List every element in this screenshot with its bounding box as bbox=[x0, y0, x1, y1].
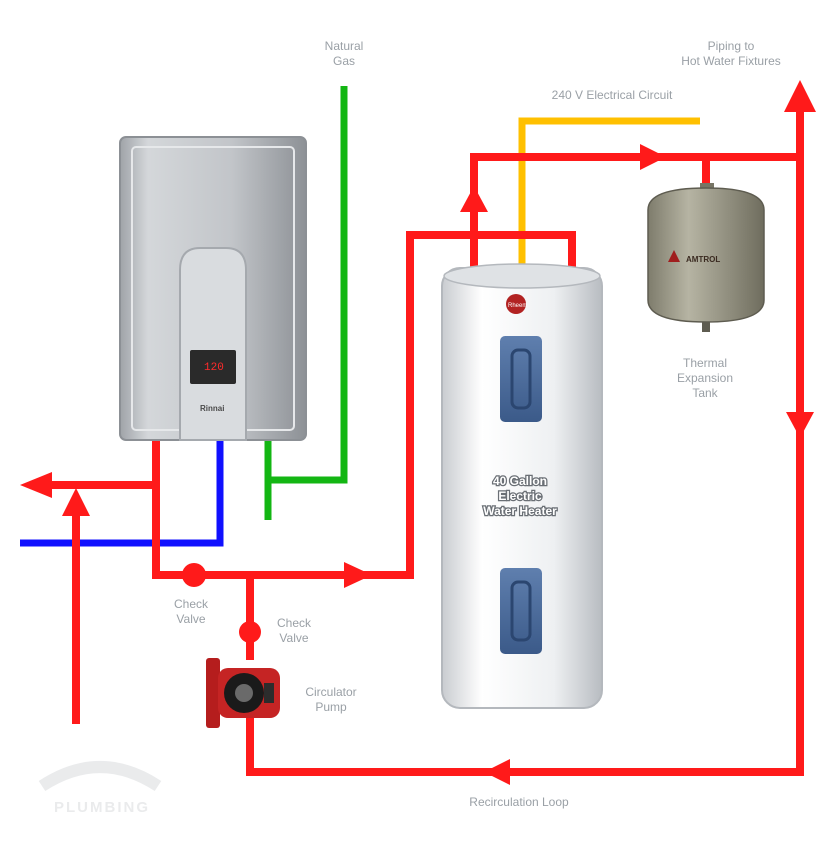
electric-tank-heater: Rheem bbox=[441, 263, 603, 709]
tank-heater-label: Water Heater bbox=[483, 504, 557, 518]
arrow-right-icon bbox=[344, 562, 372, 588]
natural-gas-label: Natural bbox=[325, 39, 364, 53]
check-valve-label: Valve bbox=[279, 631, 308, 645]
arrow-up-icon bbox=[62, 488, 90, 516]
check-valve-icon bbox=[239, 621, 261, 643]
gas-pipe bbox=[264, 86, 348, 520]
tank-heater-label: Electric bbox=[498, 489, 542, 503]
company-logo: PLUMBING bbox=[38, 761, 162, 816]
arrow-up-icon bbox=[784, 80, 816, 112]
circulator-pump bbox=[206, 658, 280, 728]
hot-fixtures-label: Hot Water Fixtures bbox=[681, 54, 781, 68]
recirculation-loop-label: Recirculation Loop bbox=[469, 795, 569, 809]
thermal-expansion-tank: AMTROL bbox=[647, 183, 765, 332]
electrical-circuit-label: 240 V Electrical Circuit bbox=[552, 88, 673, 102]
tank-brand-icon bbox=[506, 294, 526, 314]
check-valve-label: Check bbox=[277, 616, 312, 630]
tankless-water-heater: 120 Rinnai bbox=[119, 136, 307, 441]
expansion-brand-logo: AMTROL bbox=[686, 255, 720, 264]
electrical-circuit bbox=[518, 117, 700, 268]
cold-water-pipe bbox=[20, 440, 224, 547]
logo-wordmark: PLUMBING bbox=[54, 799, 150, 816]
expansion-tank-label: Thermal bbox=[683, 356, 727, 370]
hot-outlet-pipe bbox=[470, 100, 804, 268]
tankless-display-readout: 120 bbox=[204, 362, 224, 374]
arrow-up-icon bbox=[460, 186, 488, 212]
tank-heater-label: 40 Gallon bbox=[493, 474, 547, 488]
hot-fixtures-label: Piping to bbox=[708, 39, 755, 53]
tankless-brand-logo: Rinnai bbox=[200, 404, 224, 413]
arrow-left-icon bbox=[484, 759, 510, 785]
recirculation-loop-pipe bbox=[246, 157, 804, 776]
circulator-pump-label: Circulator bbox=[305, 685, 356, 699]
amtrol-logo-icon bbox=[668, 250, 680, 262]
expansion-tank-label: Tank bbox=[692, 386, 718, 400]
circulator-pump-label: Pump bbox=[315, 700, 347, 714]
check-valve-label: Check bbox=[174, 597, 209, 611]
check-valve-icon bbox=[182, 563, 206, 587]
natural-gas-label: Gas bbox=[333, 54, 355, 68]
hot-supply-pipe bbox=[152, 231, 576, 579]
check-valve-label: Valve bbox=[176, 612, 205, 626]
arrow-left-icon bbox=[20, 472, 52, 498]
expansion-tank-label: Expansion bbox=[677, 371, 733, 385]
arrow-right-icon bbox=[640, 144, 666, 170]
tank-brand-logo: Rheem bbox=[508, 303, 527, 309]
pump-motor-icon bbox=[235, 684, 253, 702]
arrow-down-icon bbox=[786, 412, 814, 438]
tankless-display-panel bbox=[190, 350, 236, 384]
